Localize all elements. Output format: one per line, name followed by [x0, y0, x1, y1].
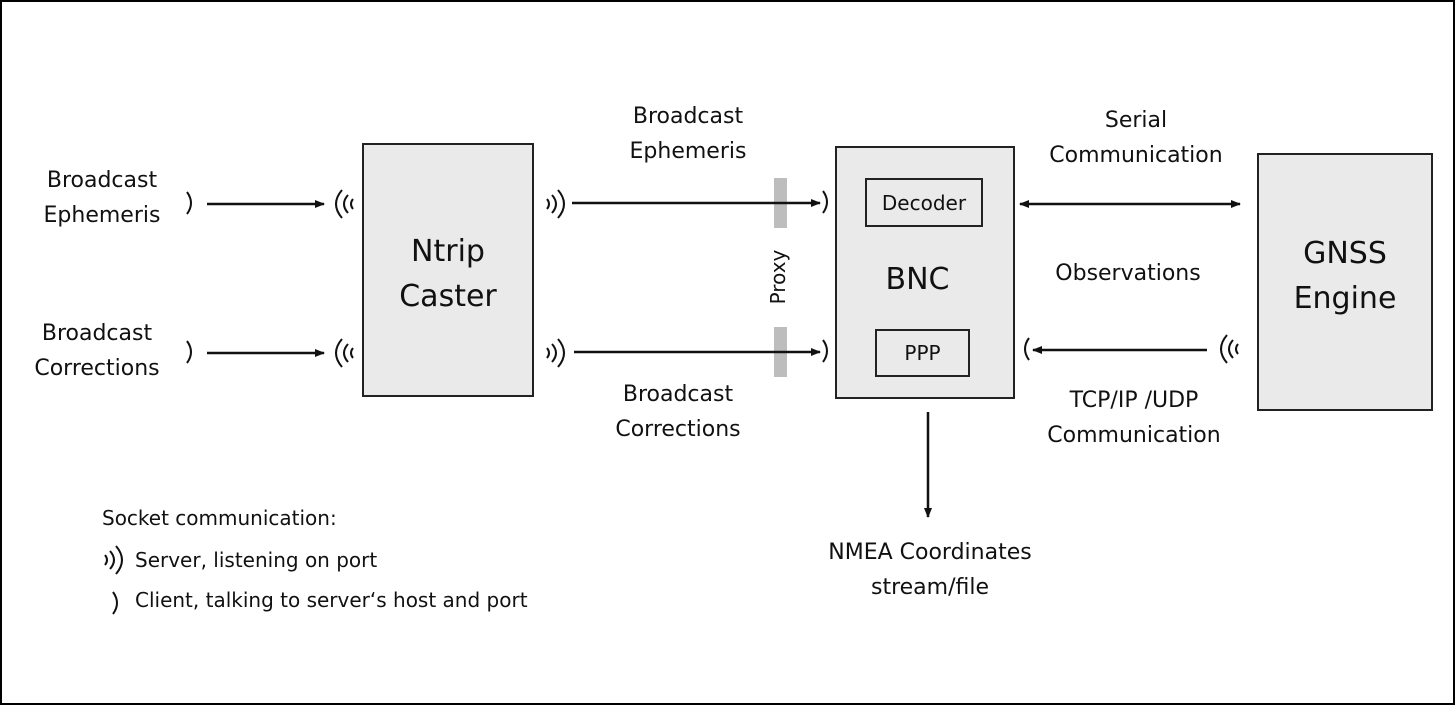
- tcpip-line1: TCP/IP /UDP: [1069, 388, 1199, 413]
- input-ephemeris-label: Broadcast Ephemeris: [12, 163, 192, 233]
- decoder-box: Decoder: [865, 178, 983, 227]
- client-icon-corrections: [186, 340, 192, 364]
- nmea-line2: stream/file: [870, 575, 989, 600]
- serial-line1: Serial: [1104, 108, 1168, 133]
- nmea-label: NMEA Coordinates stream/file: [800, 535, 1060, 605]
- ntrip-caster-box: [362, 143, 534, 397]
- client-icon-ephemeris: [186, 191, 192, 215]
- server-icon-caster-out-bottom: [546, 338, 565, 368]
- tcpip-line2: Communication: [1047, 423, 1221, 448]
- server-icon-caster-out-top: [546, 189, 565, 219]
- legend-title: Socket communication:: [102, 506, 337, 530]
- serial-label: Serial Communication: [1036, 103, 1236, 173]
- bottom-link-line1: Broadcast: [622, 382, 734, 407]
- input-corrections-line2: Corrections: [34, 356, 160, 381]
- server-icon-caster-top: [335, 189, 354, 219]
- server-icon-gnss: [1220, 334, 1239, 364]
- legend-client-icon: [112, 591, 118, 615]
- legend-server-icon: [104, 545, 123, 575]
- top-link-line2: Ephemeris: [629, 139, 747, 164]
- ntrip-caster-line2: Caster: [399, 279, 497, 314]
- bottom-link-label: Broadcast Corrections: [588, 377, 768, 447]
- proxy-label: Proxy: [766, 249, 790, 305]
- top-link-label: Broadcast Ephemeris: [598, 99, 778, 169]
- legend-server-text: Server, listening on port: [135, 548, 378, 572]
- tcpip-label: TCP/IP /UDP Communication: [1024, 383, 1244, 453]
- gnss-engine-line1: GNSS: [1303, 236, 1387, 271]
- gnss-engine-line2: Engine: [1293, 281, 1397, 316]
- serial-line2: Communication: [1049, 143, 1223, 168]
- server-icon-caster-bottom: [335, 338, 354, 368]
- observations-label: Observations: [1055, 261, 1201, 286]
- bottom-link-line2: Corrections: [615, 417, 741, 442]
- input-ephemeris-line2: Ephemeris: [43, 203, 161, 228]
- input-corrections-label: Broadcast Corrections: [7, 316, 187, 386]
- gnss-engine-label: GNSS Engine: [1257, 231, 1433, 321]
- nmea-line1: NMEA Coordinates: [828, 540, 1032, 565]
- ppp-box: PPP: [875, 329, 970, 377]
- client-icon-bnc-bottom: [822, 339, 828, 363]
- bnc-label: BNC: [885, 262, 950, 297]
- ntrip-caster-line1: Ntrip: [411, 234, 485, 269]
- gnss-engine-box: [1257, 153, 1433, 411]
- input-ephemeris-line1: Broadcast: [46, 168, 158, 193]
- client-icon-bnc-top: [822, 190, 828, 214]
- ntrip-caster-label: Ntrip Caster: [362, 229, 534, 319]
- input-corrections-line1: Broadcast: [41, 321, 153, 346]
- legend-client-text: Client, talking to server‘s host and por…: [135, 588, 528, 612]
- top-link-line1: Broadcast: [632, 104, 744, 129]
- client-icon-bnc-tcp: [1024, 337, 1030, 361]
